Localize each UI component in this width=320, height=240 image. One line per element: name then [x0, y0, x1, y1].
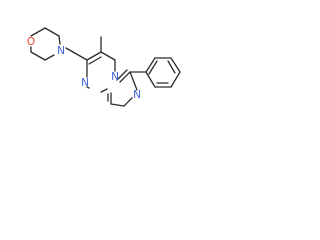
- bond: [30, 27, 46, 37]
- bond: [88, 56, 102, 65]
- bond: [72, 51, 88, 61]
- bond: [86, 51, 102, 61]
- bridgehead-nitrogen-label: N: [111, 71, 119, 83]
- imidazole-nitrogen-label: N: [133, 89, 141, 101]
- bond: [170, 71, 181, 88]
- bond: [44, 54, 55, 61]
- bond: [100, 88, 108, 93]
- bond: [44, 27, 60, 37]
- imidazole-ring: [107, 69, 138, 107]
- bond: [86, 86, 90, 89]
- molecule-structure: O N N N N: [27, 27, 181, 107]
- bond: [116, 69, 128, 81]
- oxygen-atom-label: O: [27, 36, 35, 48]
- pyrimidine-ring: [72, 51, 116, 93]
- bond: [100, 51, 116, 61]
- pyrimidine-nitrogen-label: N: [81, 77, 89, 89]
- phenyl-ring: [129, 57, 181, 88]
- bond: [30, 51, 46, 61]
- bond: [58, 35, 61, 45]
- bond: [145, 57, 156, 73]
- bond: [65, 47, 74, 53]
- bond: [145, 71, 156, 88]
- bond: [119, 71, 131, 83]
- bond: [167, 60, 176, 74]
- morpholine-ring: [30, 27, 74, 61]
- morpholine-nitrogen-label: N: [57, 45, 65, 57]
- bond: [129, 71, 138, 91]
- bond: [170, 57, 181, 73]
- bond: [110, 103, 125, 107]
- bond: [123, 97, 133, 107]
- molecule-diagram: O N N N N: [0, 0, 246, 147]
- bond: [148, 60, 158, 75]
